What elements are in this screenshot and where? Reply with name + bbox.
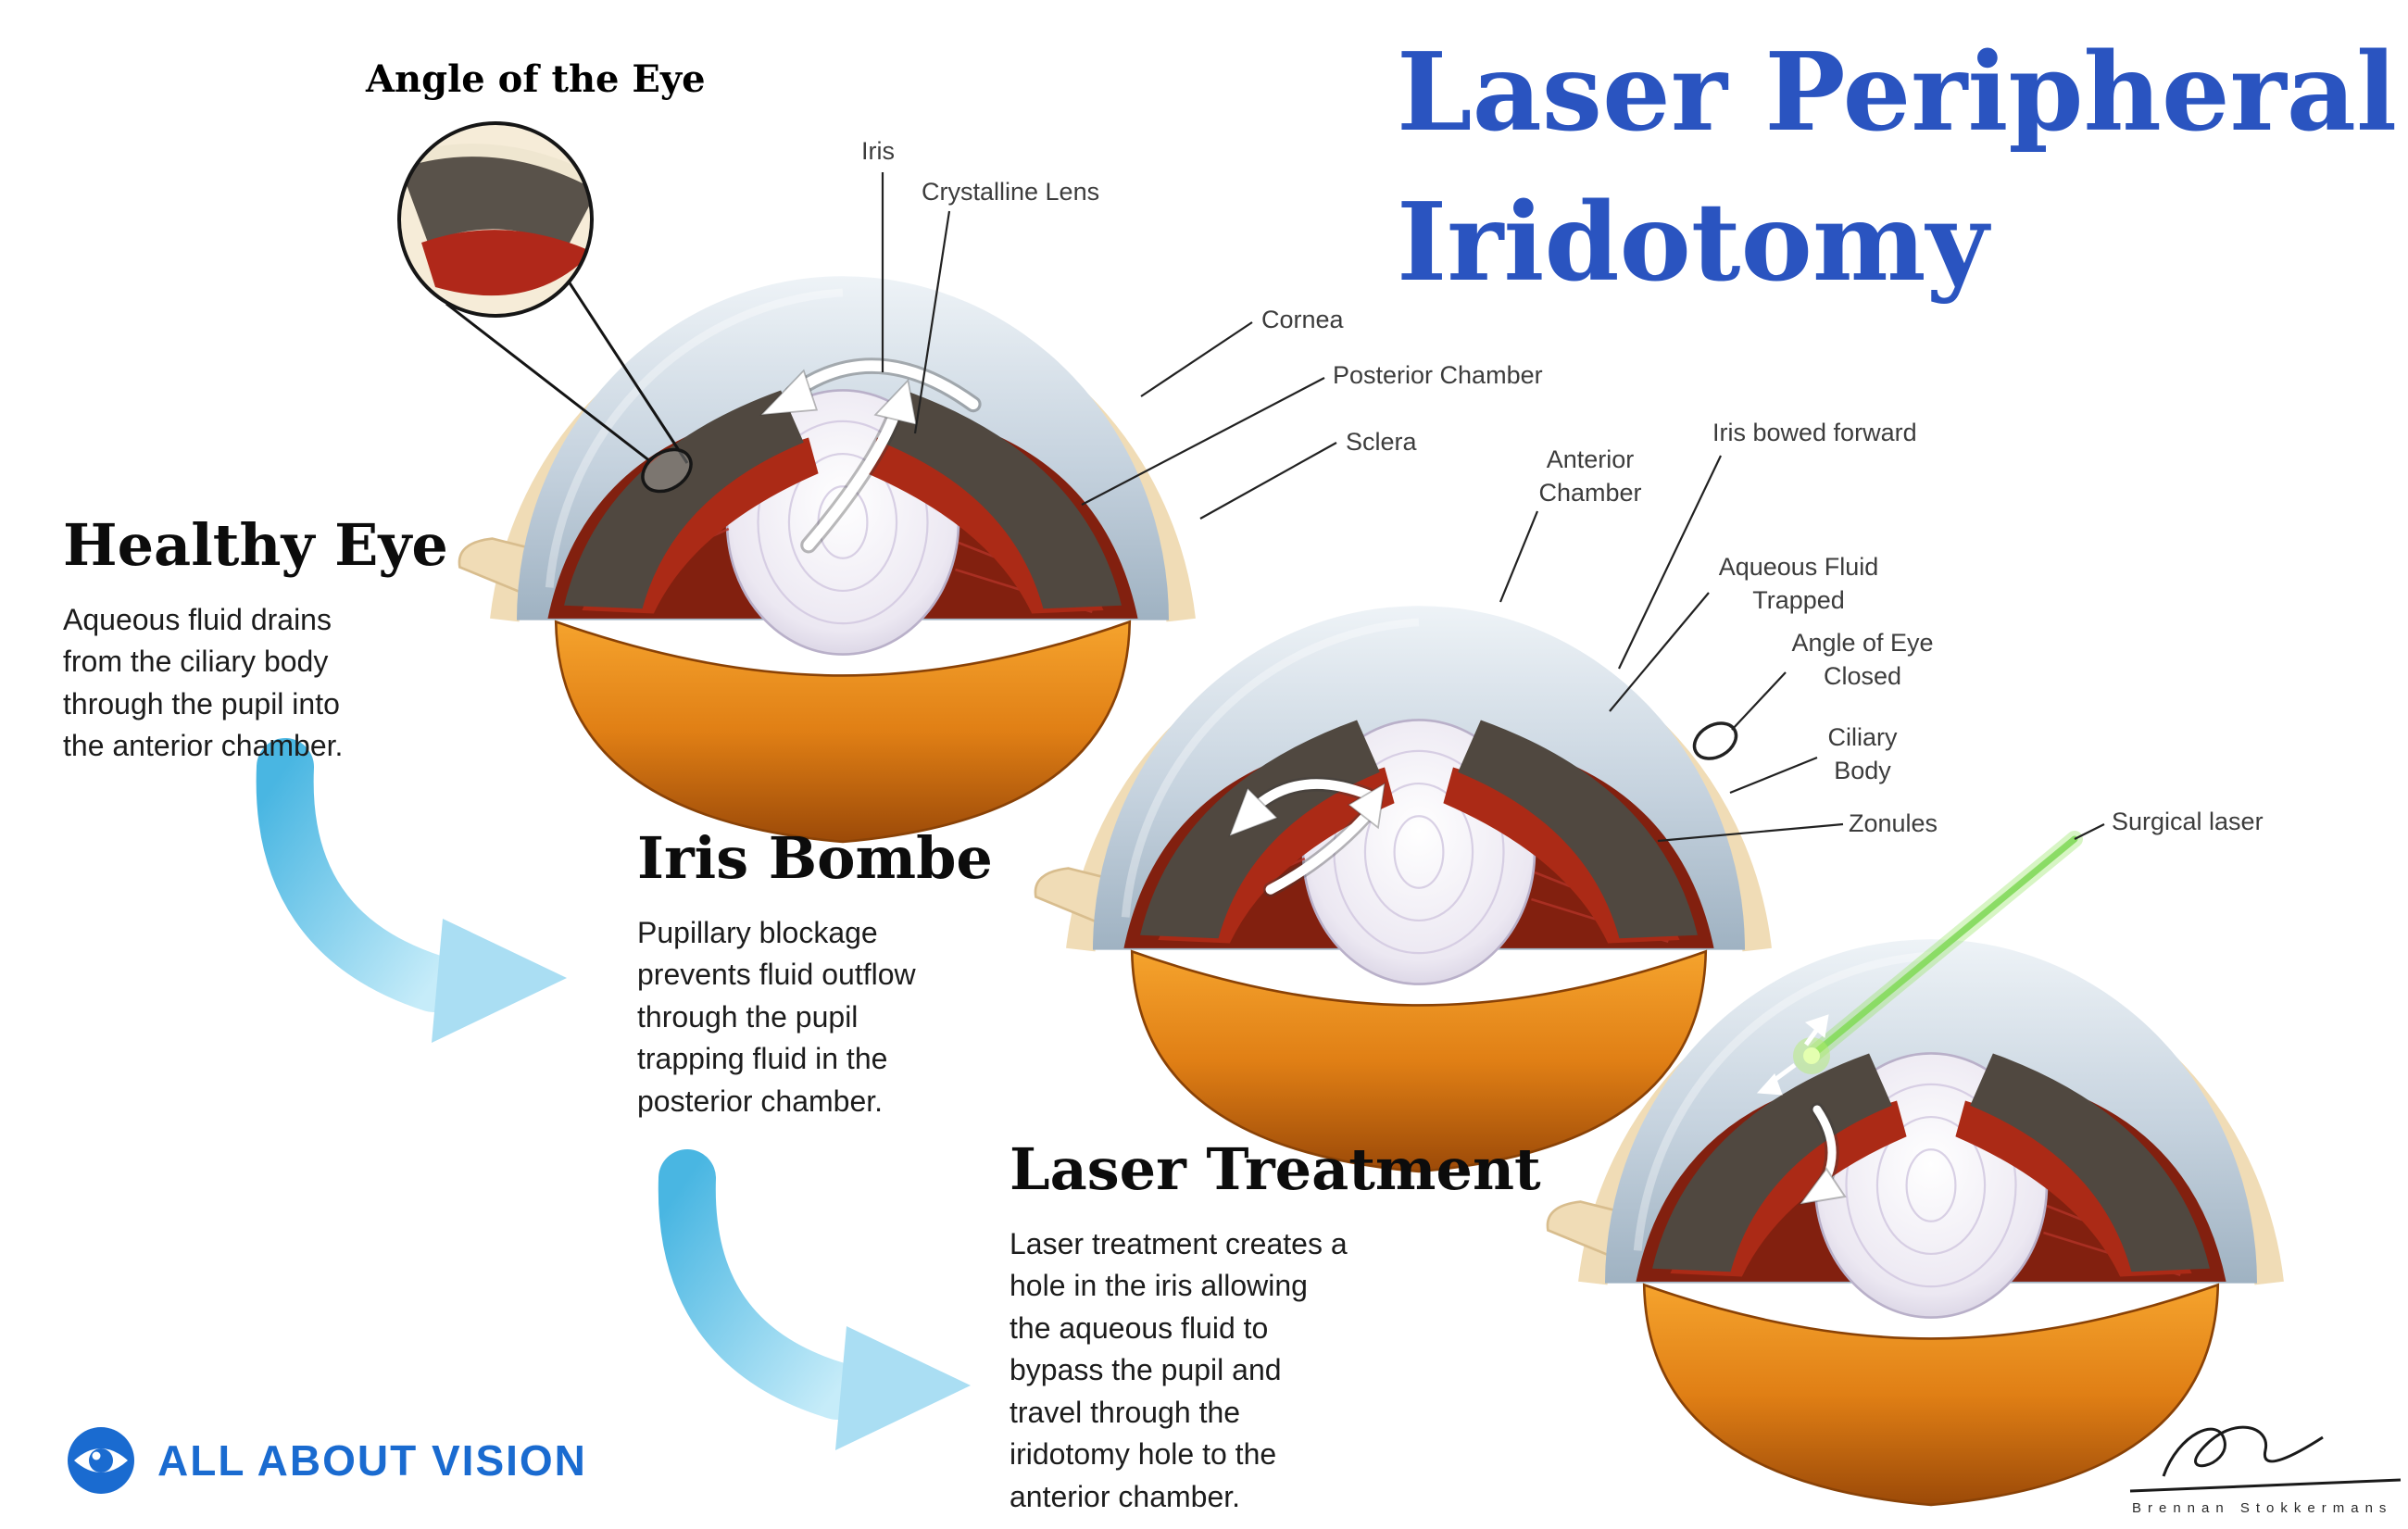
- all-about-vision-logo-icon: [68, 1427, 134, 1494]
- anatomy-label-cornea: Cornea: [1261, 306, 1344, 333]
- anatomy-label-anterior-chamber: Anterior Chamber: [1538, 445, 1642, 508]
- angle-inset: [397, 121, 693, 494]
- anatomy-label-sclera: Sclera: [1346, 428, 1417, 456]
- page-title-line2: Iridotomy: [1397, 180, 1989, 306]
- stage-description-healthy-eye: Aqueous fluid drains from the ciliary bo…: [63, 603, 344, 763]
- surgical-laser-beam: [1793, 831, 2083, 1074]
- anatomy-label-crystalline-lens: Crystalline Lens: [922, 178, 1100, 206]
- angle-location-marker: [641, 447, 693, 494]
- stage-iris-bombe: Iris Bombe Pupillary blockage prevents f…: [637, 824, 993, 1122]
- stage-healthy-eye: Healthy Eye Aqueous fluid drains from th…: [63, 511, 448, 768]
- stage-heading-healthy-eye: Healthy Eye: [63, 511, 448, 579]
- stage-description-laser-treatment: Laser treatment creates a hole in the ir…: [1010, 1227, 1348, 1513]
- anatomy-label-posterior-chamber: Posterior Chamber: [1333, 361, 1543, 389]
- eye-illustration-iris-bombe: [1035, 606, 1757, 1172]
- anatomy-label-iris-bowed-forward: Iris bowed forward: [1712, 419, 1917, 446]
- eye-illustration-healthy: [459, 276, 1181, 842]
- closed-angle-marker: [1692, 721, 1738, 760]
- inset-label-angle-of-the-eye: Angle of the Eye: [366, 57, 706, 101]
- page-title-line1: Laser Peripheral: [1397, 30, 2398, 156]
- anatomy-label-aqueous-fluid-trapped: Aqueous Fluid Trapped: [1718, 553, 1879, 615]
- stage-heading-laser-treatment: Laser Treatment: [1010, 1135, 1541, 1203]
- stage-laser-treatment: Laser Treatment Laser treatment creates …: [1010, 1135, 1541, 1518]
- all-about-vision-logo: ALL ABOUT VISION: [65, 1424, 587, 1497]
- stage-arrow-1: [256, 738, 567, 1043]
- anatomy-label-angle-of-eye-closed: Angle of Eye Closed: [1791, 629, 1934, 691]
- artist-signature: [2129, 1425, 2402, 1493]
- page-title: Laser Peripheral Iridotomy: [1397, 39, 2397, 296]
- stage-heading-iris-bombe: Iris Bombe: [637, 824, 993, 892]
- anatomy-label-iris: Iris: [861, 137, 895, 165]
- leader-lines: [881, 172, 2105, 843]
- anatomy-label-zonules: Zonules: [1849, 809, 1938, 837]
- anatomy-label-ciliary-body: Ciliary Body: [1827, 723, 1898, 785]
- eye-illustration-laser-treatment: [1548, 831, 2269, 1505]
- artist-credit: Brennan Stokkermans: [2132, 1500, 2393, 1516]
- anatomy-label-surgical-laser: Surgical laser: [2112, 808, 2264, 835]
- iridotomy-flow-arrows: [1756, 1014, 1847, 1206]
- all-about-vision-logo-text: ALL ABOUT VISION: [157, 1436, 587, 1485]
- stage-arrow-2: [658, 1149, 971, 1450]
- stage-description-iris-bombe: Pupillary blockage prevents fluid outflo…: [637, 916, 916, 1118]
